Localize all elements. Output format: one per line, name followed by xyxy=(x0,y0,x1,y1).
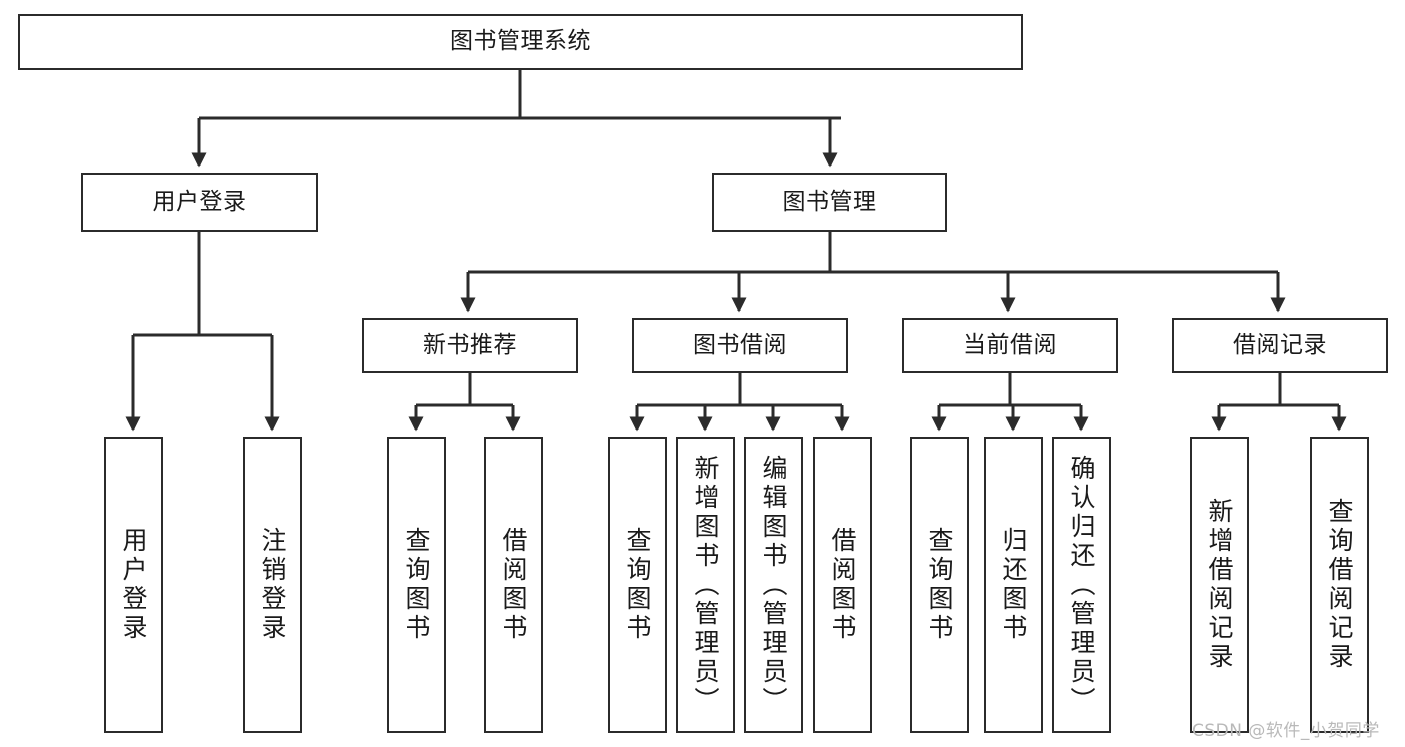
node-root-label: 图书管理系统 xyxy=(450,28,591,55)
node-leaf-query-record[interactable]: 查询借阅记录 xyxy=(1310,437,1369,733)
node-new-book-rec-label: 新书推荐 xyxy=(423,331,517,358)
node-leaf-borrow-book-1[interactable]: 借阅图书 xyxy=(484,437,543,733)
node-leaf-query-record-label: 查询借阅记录 xyxy=(1325,498,1354,672)
node-leaf-query-book-3-label: 查询图书 xyxy=(925,527,954,643)
node-leaf-borrow-book-2-label: 借阅图书 xyxy=(828,527,857,643)
node-root[interactable]: 图书管理系统 xyxy=(18,14,1023,70)
node-borrow-record-label: 借阅记录 xyxy=(1233,331,1327,358)
node-user-login[interactable]: 用户登录 xyxy=(81,173,318,232)
node-leaf-query-book-2-label: 查询图书 xyxy=(623,527,652,643)
node-new-book-rec[interactable]: 新书推荐 xyxy=(362,318,578,373)
node-leaf-return-book-label: 归还图书 xyxy=(999,527,1028,643)
node-current-borrow[interactable]: 当前借阅 xyxy=(902,318,1118,373)
node-book-borrow-label: 图书借阅 xyxy=(693,331,787,358)
node-leaf-user-login-label: 用户登录 xyxy=(119,527,148,643)
node-leaf-user-login[interactable]: 用户登录 xyxy=(104,437,163,733)
node-leaf-return-book[interactable]: 归还图书 xyxy=(984,437,1043,733)
node-leaf-query-book-2[interactable]: 查询图书 xyxy=(608,437,667,733)
node-leaf-add-record-label: 新增借阅记录 xyxy=(1205,498,1234,672)
node-leaf-confirm-return[interactable]: 确认归还（管理员） xyxy=(1052,437,1111,733)
node-current-borrow-label: 当前借阅 xyxy=(963,331,1057,358)
node-book-borrow[interactable]: 图书借阅 xyxy=(632,318,848,373)
node-leaf-edit-book[interactable]: 编辑图书（管理员） xyxy=(744,437,803,733)
node-user-login-label: 用户登录 xyxy=(152,188,247,215)
node-leaf-add-record[interactable]: 新增借阅记录 xyxy=(1190,437,1249,733)
node-leaf-user-logout-label: 注销登录 xyxy=(258,527,287,643)
node-leaf-query-book-1[interactable]: 查询图书 xyxy=(387,437,446,733)
node-leaf-add-book[interactable]: 新增图书（管理员） xyxy=(676,437,735,733)
node-leaf-edit-book-label: 编辑图书（管理员） xyxy=(759,454,788,716)
node-leaf-user-logout[interactable]: 注销登录 xyxy=(243,437,302,733)
node-leaf-query-book-1-label: 查询图书 xyxy=(402,527,431,643)
node-borrow-record[interactable]: 借阅记录 xyxy=(1172,318,1388,373)
node-leaf-borrow-book-2[interactable]: 借阅图书 xyxy=(813,437,872,733)
csdn-watermark: CSDN @软件_小贺同学 xyxy=(1192,721,1380,741)
node-leaf-add-book-label: 新增图书（管理员） xyxy=(691,454,720,716)
node-book-manage[interactable]: 图书管理 xyxy=(712,173,947,232)
node-leaf-confirm-return-label: 确认归还（管理员） xyxy=(1067,454,1096,716)
node-book-manage-label: 图书管理 xyxy=(782,188,877,215)
node-leaf-query-book-3[interactable]: 查询图书 xyxy=(910,437,969,733)
node-leaf-borrow-book-1-label: 借阅图书 xyxy=(499,527,528,643)
